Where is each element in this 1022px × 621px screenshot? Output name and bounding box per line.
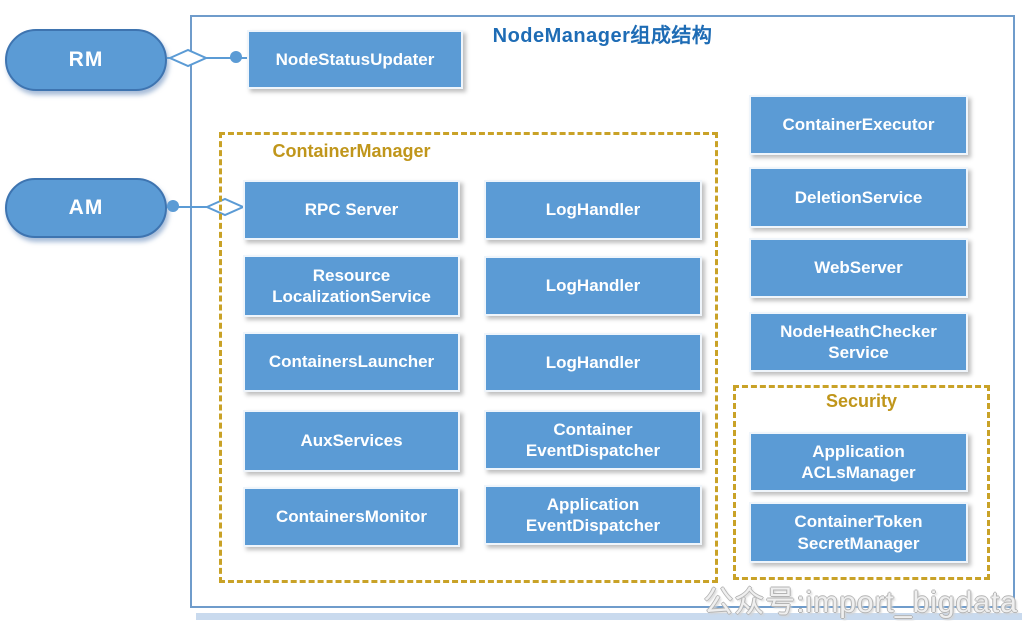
security-frame [733, 385, 990, 580]
service-box-log-handler-1: LogHandler [484, 180, 702, 240]
service-box-application-acls-manager: Application ACLsManager [749, 432, 968, 492]
service-box-container-executor: ContainerExecutor [749, 95, 968, 155]
service-box-log-handler-2: LogHandler [484, 256, 702, 316]
actor-rm: RM [5, 29, 167, 91]
actor-am-label: AM [68, 196, 104, 219]
service-box-resource-localization-service: Resource LocalizationService [243, 255, 460, 317]
watermark-text: 公众号:import_bigdata [703, 586, 1018, 619]
service-box-container-event-dispatcher: Container EventDispatcher [484, 410, 702, 470]
security-title: Security [825, 391, 898, 411]
frame-shadow-strip [196, 613, 1022, 620]
service-box-containers-monitor: ContainersMonitor [243, 487, 460, 547]
container-manager-frame [219, 132, 718, 583]
service-box-web-server: WebServer [749, 238, 968, 298]
service-box-deletion-service: DeletionService [749, 167, 968, 228]
connector-dot-icon [230, 51, 242, 63]
service-box-node-heath-checker: NodeHeathChecker Service [749, 312, 968, 372]
service-box-aux-services: AuxServices [243, 410, 460, 472]
actor-am: AM [5, 178, 167, 238]
container-manager-title: ContainerManager [272, 141, 431, 161]
service-box-rpc-server: RPC Server [243, 180, 460, 240]
aggregation-diamond-icon [168, 48, 208, 68]
service-box-container-token-secret-manager: ContainerToken SecretManager [749, 502, 968, 563]
diagram-title: NodeManager组成结构 [492, 25, 713, 47]
service-box-containers-launcher: ContainersLauncher [243, 332, 460, 392]
actor-rm-label: RM [68, 48, 104, 71]
service-box-node-status-updater: NodeStatusUpdater [247, 30, 463, 89]
service-box-log-handler-3: LogHandler [484, 333, 702, 392]
connector-dot-icon [167, 200, 179, 212]
service-box-application-event-dispatcher: Application EventDispatcher [484, 485, 702, 545]
